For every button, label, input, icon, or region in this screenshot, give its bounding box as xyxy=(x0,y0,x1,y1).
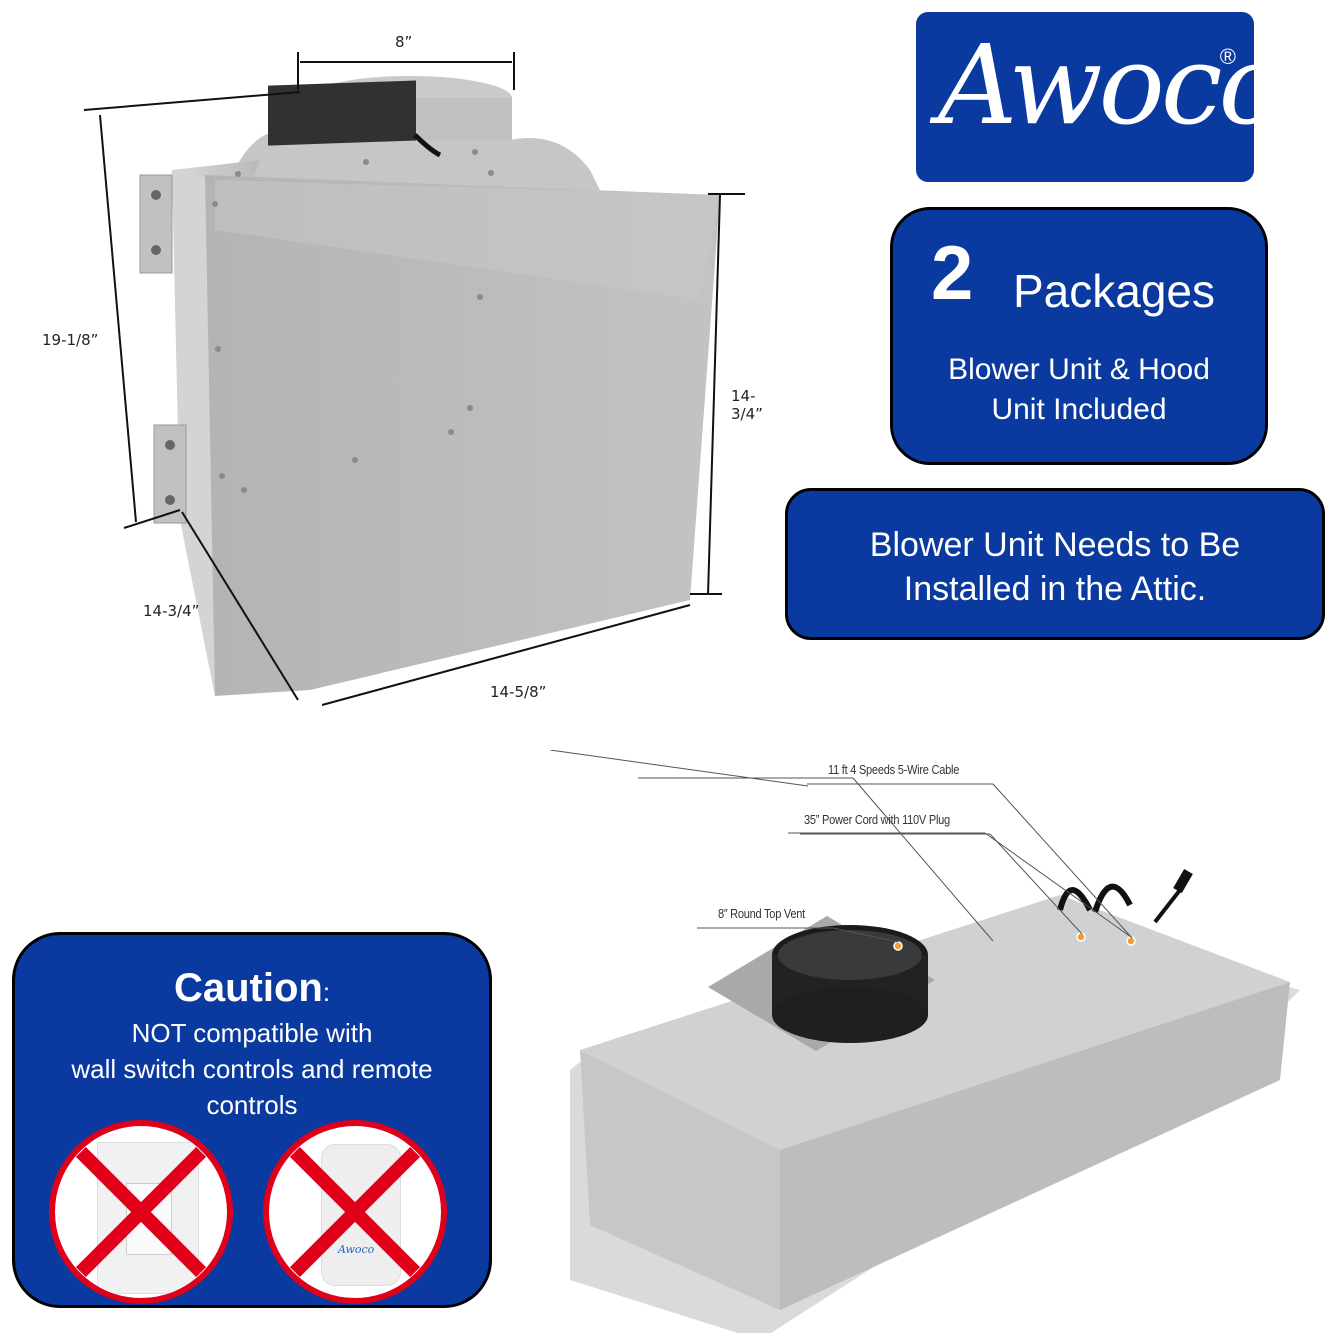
attic-install-box: Blower Unit Needs to Be Installed in the… xyxy=(785,488,1325,640)
caution-title: Caution: xyxy=(15,965,489,1015)
hood-unit-drawing xyxy=(549,749,1300,1338)
dimension-total-height: 19-1/8” xyxy=(42,331,99,349)
brand-name: Awoco xyxy=(938,21,1285,149)
caution-line-1: NOT compatible with xyxy=(131,1018,373,1048)
packages-description: Blower Unit & Hood Unit Included xyxy=(893,350,1265,430)
registered-trademark-icon: ® xyxy=(1219,44,1236,69)
callout-power-cord: 35” Power Cord with 110V Plug xyxy=(804,812,950,827)
packages-line-1: Blower Unit & Hood xyxy=(948,353,1210,386)
caution-line-3: controls xyxy=(206,1090,298,1120)
dimension-depth: 14-3/4” xyxy=(143,602,200,620)
dimension-body-height: 14-3/4” xyxy=(731,387,763,423)
caution-box: Caution: NOT compatible with wall switch… xyxy=(12,932,492,1308)
brand-logo: Awoco ® xyxy=(916,12,1285,182)
hood-callout-leaders xyxy=(697,783,1133,943)
caution-body: NOT compatible with wall switch controls… xyxy=(15,1015,489,1123)
caution-title-text: Caution xyxy=(173,966,323,1010)
no-remote-control-icon: Awoco xyxy=(263,1120,447,1304)
packages-info-box: 2 Packages Blower Unit & Hood Unit Inclu… xyxy=(890,207,1268,465)
caution-colon: : xyxy=(322,977,331,1007)
callout-control-cable: 11 ft 4 Speeds 5-Wire Cable xyxy=(828,762,960,777)
packages-title: Packages xyxy=(1013,265,1216,317)
package-count: 2 xyxy=(931,231,974,316)
dimension-outlet-width: 8” xyxy=(395,33,413,51)
hood-unit-illustration: 11 ft 4 Speeds 5-Wire Cable 35” Power Co… xyxy=(549,749,1333,1338)
remote-brand-label: Awoco xyxy=(338,1243,375,1256)
blower-unit-drawing xyxy=(83,52,745,706)
attic-line-1: Blower Unit Needs to Be xyxy=(869,526,1241,564)
no-wall-switch-icon xyxy=(49,1120,233,1304)
dimension-width: 14-5/8” xyxy=(490,683,547,701)
caution-line-2: wall switch controls and remote xyxy=(71,1054,433,1084)
attic-line-2: Installed in the Attic. xyxy=(903,570,1207,608)
blower-unit-illustration: 8” 19-1/8” 14-3/4” 14-3/4” 14-5/8” xyxy=(0,0,763,720)
packages-line-2: Unit Included xyxy=(991,393,1167,426)
callout-top-vent: 8” Round Top Vent xyxy=(718,906,806,921)
